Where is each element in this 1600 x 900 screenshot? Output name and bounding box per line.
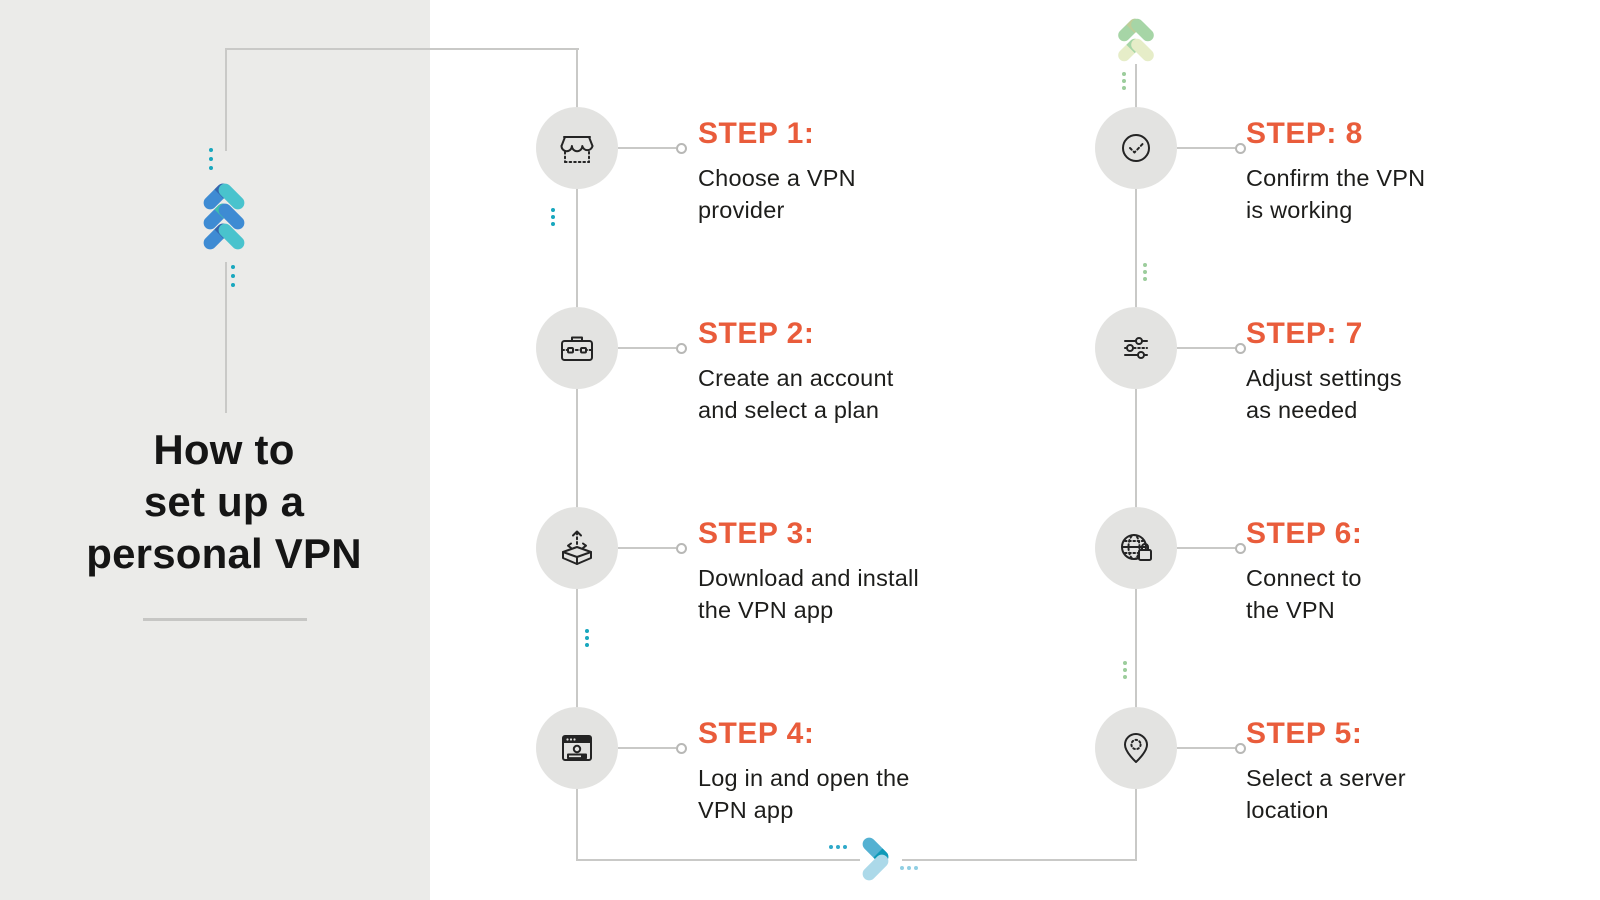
step-7-connector-line [1177,347,1235,349]
step-2-description: Create an account and select a plan [698,365,894,423]
storefront-icon [560,136,594,163]
sliders-icon [1124,337,1148,359]
step-2-title: STEP 2: [698,317,815,350]
right-column-dotted-accent-1 [1143,263,1147,281]
login-window-icon [562,735,592,761]
chevron-3 [200,219,248,255]
step-7-description: Adjust settings as needed [1246,365,1402,423]
step-1-connector-ring [676,143,687,154]
sidebar-dotted-accent-bottom [231,265,235,287]
sidebar-dotted-accent-top [209,148,213,170]
step-5-connector-line [1177,747,1235,749]
step-3-circle [536,507,618,589]
step-1-title: STEP 1: [698,117,815,150]
step-6-connector-line [1177,547,1235,549]
step-3-connector-ring [676,543,687,554]
step-8-connector-line [1177,147,1235,149]
connector-bottom-right-horizontal [902,859,1137,861]
step-5-title: STEP 5: [1246,717,1363,750]
step-6-circle [1095,507,1177,589]
step-6-title: STEP 6: [1246,517,1363,550]
step-8-description: Confirm the VPN is working [1246,165,1426,223]
page-title-line-1: How to [153,426,295,473]
step-2-connector-ring [676,343,687,354]
step-6-description: Connect to the VPN [1246,565,1362,623]
step-3-connector-line [618,547,676,549]
step-7-title: STEP: 7 [1246,317,1363,350]
step-7-connector-ring [1235,343,1246,354]
step-6-connector-ring [1235,543,1246,554]
globe-lock-icon [1121,534,1152,561]
right-column-dotted-accent-2 [1123,661,1127,679]
top-right-dotted-accent [1122,72,1126,90]
step-5-description: Select a server location [1246,765,1406,823]
step-4-connector-ring [676,743,687,754]
connector-bottom-left-horizontal [576,859,860,861]
step-5-connector-ring [1235,743,1246,754]
triple-chevron-up-icon [200,179,248,255]
step-2-connector-line [618,347,676,349]
step-4-circle [536,707,618,789]
connector-left-column-vertical [576,48,578,861]
title-underline-divider [143,618,307,621]
sidebar-panel [0,0,430,900]
step-4-connector-line [618,747,676,749]
step-1-connector-line [618,147,676,149]
briefcase-icon [561,336,593,361]
bottom-dotted-accent-right [900,866,918,870]
step-3-title: STEP 3: [698,517,815,550]
chevron-right-icon [859,834,895,884]
page-title-line-3: personal VPN [86,530,362,577]
green-chevron-2 [1115,34,1157,66]
step-8-connector-ring [1235,143,1246,154]
left-column-dotted-accent-1 [551,208,555,226]
step-8-title: STEP: 8 [1246,117,1363,150]
step-8-circle [1095,107,1177,189]
double-chevron-up-icon [1115,14,1157,66]
step-1-description: Choose a VPN provider [698,165,856,223]
page-title-line-2: set up a [143,478,305,525]
connector-sidebar-vertical-lower [225,262,227,413]
step-4-title: STEP 4: [698,717,815,750]
step-1-circle [536,107,618,189]
bottom-dotted-accent-left [829,845,847,849]
connector-sidebar-vertical-upper [225,48,227,151]
step-4-description: Log in and open the VPN app [698,765,910,823]
check-circle-icon [1122,134,1150,162]
step-2-circle [536,307,618,389]
connector-right-column-vertical [1135,64,1137,861]
step-3-description: Download and install the VPN app [698,565,919,623]
step-7-circle [1095,307,1177,389]
step-5-circle [1095,707,1177,789]
install-box-icon [562,530,592,565]
left-column-dotted-accent-2 [585,629,589,647]
connector-top-horizontal [226,48,579,50]
location-pin-icon [1124,733,1148,763]
page-title: How to set up a personal VPN [30,424,418,580]
